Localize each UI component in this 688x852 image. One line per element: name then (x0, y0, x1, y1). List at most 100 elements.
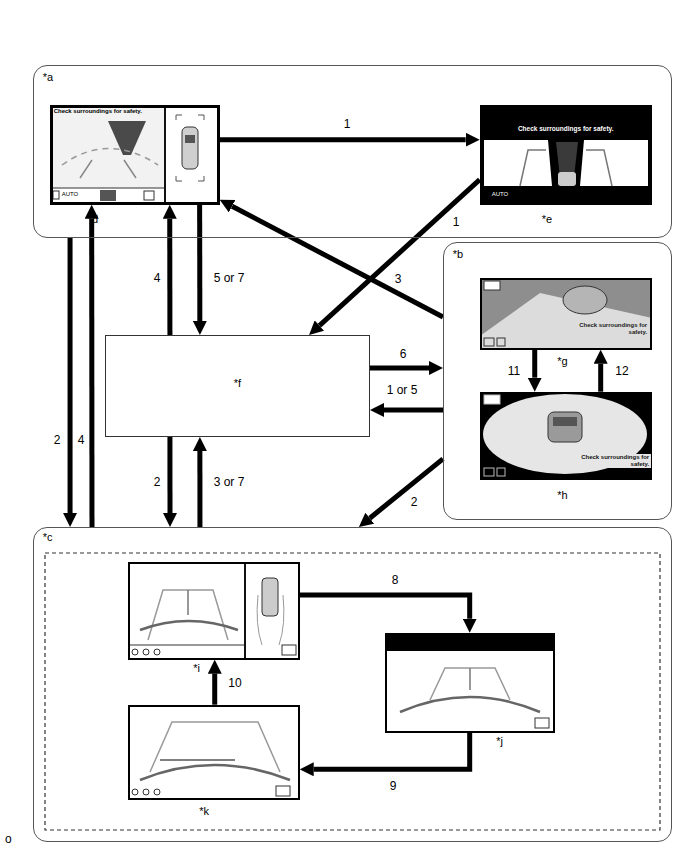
transition-arrow (384, 407, 443, 412)
transition-number: 3 or 7 (213, 475, 246, 489)
transition-arrow (532, 350, 537, 378)
wide-rear-view-screen (469, 668, 471, 690)
transition-arrow (212, 674, 217, 705)
moving-view-screen (480, 392, 652, 480)
wide-rear-view-screen (385, 633, 555, 733)
transition-number: 2 (410, 495, 419, 509)
full-rear-view-screen (132, 789, 138, 795)
rear-view-screen (128, 562, 300, 660)
front-view-screen (52, 107, 165, 188)
side-view-screen (558, 172, 576, 186)
side-view-screen (484, 140, 552, 186)
mode-indicator: AUTO (492, 191, 509, 198)
wide-rear-view-screen (400, 697, 540, 712)
panoramic-view-screen (484, 338, 494, 346)
side-view-screen (520, 150, 612, 186)
rear-view-screen (140, 621, 238, 630)
transition-number: 6 (399, 347, 408, 361)
transition-arrow (370, 459, 443, 518)
screen-label: *d (88, 213, 98, 226)
rear-view-screen (148, 590, 228, 640)
rear-view-screen (187, 590, 189, 615)
side-view-screen (480, 105, 652, 205)
front-view-screen (164, 105, 166, 205)
transition-arrow (300, 595, 470, 619)
wide-rear-view-screen (385, 633, 555, 651)
moving-view-screen (553, 417, 577, 426)
transition-number: 5 or 7 (213, 271, 246, 285)
transition-number: 12 (614, 364, 629, 378)
transition-number: 3 (394, 272, 403, 286)
transition-number: 10 (227, 676, 242, 690)
full-rear-view-screen (140, 765, 290, 780)
screen-message: Check surroundings for safety. (579, 454, 651, 468)
box-label: *f (105, 377, 370, 390)
state-box: *f (105, 335, 370, 437)
side-view-screen (580, 140, 648, 186)
screen-label: *k (199, 805, 209, 818)
mode-indicator: AUTO (62, 191, 79, 198)
group-label: *c (43, 531, 53, 544)
monitor-screen: Check surroundings for safety.*h (480, 392, 652, 480)
screen-message: Check surroundings for safety. (54, 108, 142, 115)
screen-label: *i (193, 662, 200, 675)
transition-arrow (167, 219, 172, 335)
transition-arrow (370, 365, 429, 370)
screen-label: *j (496, 735, 503, 748)
panoramic-view-screen (484, 281, 500, 290)
front-view-screen (108, 121, 146, 155)
group-label: *b (453, 248, 463, 261)
rear-view-screen (154, 649, 160, 655)
monitor-screen: *k (128, 705, 300, 800)
screen-message: Check surroundings for safety. (579, 322, 647, 336)
front-view-screen (185, 135, 195, 143)
transition-number: 4 (77, 433, 86, 447)
moving-view-screen (548, 412, 582, 442)
figure-mark: o (5, 832, 12, 846)
screen-label: *h (557, 489, 567, 502)
full-rear-view-screen (276, 786, 290, 796)
front-view-screen (52, 188, 165, 189)
transition-arrow (220, 137, 466, 142)
rear-view-screen (130, 645, 245, 646)
screen-message: Check surroundings for safety. (480, 125, 652, 132)
moving-view-screen (480, 392, 652, 480)
transition-arrow (319, 180, 479, 326)
transition-number: 1 (452, 215, 461, 229)
moving-view-screen (484, 395, 500, 404)
monitor-screen: *j (385, 633, 555, 733)
rear-view-screen (132, 649, 138, 655)
transition-arrow (197, 205, 202, 321)
transition-number: 4 (153, 271, 162, 285)
transition-number: 1 or 5 (386, 383, 419, 397)
front-view-screen (167, 107, 218, 203)
front-view-screen (52, 188, 165, 203)
transition-number: 1 (343, 117, 352, 131)
transition-number: 8 (391, 573, 400, 587)
front-view-screen (176, 115, 204, 181)
mode-group: *bCheck surroundings for safety.*gCheck … (443, 242, 672, 520)
transition-number: 2 (153, 475, 162, 489)
monitor-screen: Check surroundings for safety.*g (480, 278, 652, 350)
wide-rear-view-screen (385, 633, 555, 733)
rear-view-screen (128, 562, 300, 660)
wide-rear-view-screen (430, 668, 510, 700)
screen-label: *e (542, 213, 552, 226)
transition-arrow (598, 364, 603, 392)
transition-number: 2 (53, 433, 62, 447)
monitor-screen: Check surroundings for safety.AUTO*e (480, 105, 652, 205)
full-rear-view-screen (160, 759, 235, 761)
full-rear-view-screen (143, 789, 149, 795)
rear-view-screen (244, 562, 246, 660)
mode-group: *c *i *j *k (33, 527, 672, 842)
transition-arrow (232, 206, 443, 317)
front-view-screen (52, 105, 218, 205)
transition-number: 11 (507, 364, 521, 378)
full-rear-view-screen (128, 705, 300, 800)
panoramic-view-screen (497, 338, 505, 346)
transition-arrow (89, 219, 94, 527)
rear-view-screen (282, 645, 296, 655)
transition-arrow (197, 451, 202, 527)
front-view-screen (100, 190, 116, 201)
transition-arrow (314, 733, 470, 770)
